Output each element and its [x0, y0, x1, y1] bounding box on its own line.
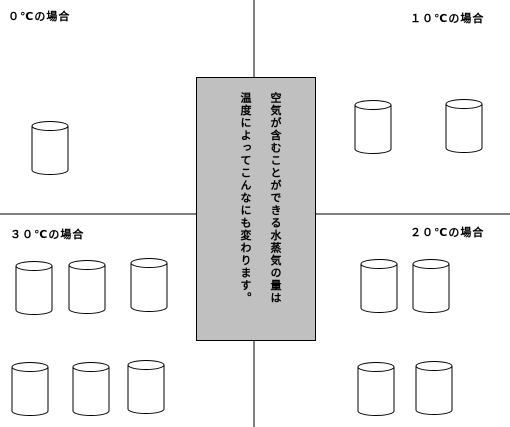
cup-q30-1: [15, 261, 53, 315]
cup-q30-2: [68, 260, 106, 314]
cups-layer: [11, 99, 483, 416]
explanation-box: 空気が含むことができる水蒸気の量は 温度によってこんなにも変わります。: [196, 77, 316, 341]
label-20c: ２０℃の場合: [410, 226, 485, 239]
cup-q30-3: [130, 258, 168, 312]
label-0c: ０℃の場合: [8, 10, 71, 23]
cup-q30-5: [72, 362, 110, 416]
cup-q20-3: [357, 362, 395, 416]
cup-q30-6: [127, 360, 165, 414]
label-10c: １０℃の場合: [410, 12, 485, 25]
cup-q10-2: [445, 99, 483, 153]
cup-q20-4: [415, 361, 453, 415]
explanation-line-1: 空気が含むことができる水蒸気の量は: [269, 92, 282, 305]
explanation-line-2: 温度によってこんなにも変わります。: [239, 92, 252, 305]
cup-q20-1: [360, 259, 398, 313]
label-30c: ３０℃の場合: [10, 228, 85, 241]
cup-q30-4: [11, 362, 49, 416]
cup-q20-2: [412, 259, 450, 313]
cup-q0-1: [31, 121, 69, 175]
cup-q10-1: [354, 100, 392, 154]
